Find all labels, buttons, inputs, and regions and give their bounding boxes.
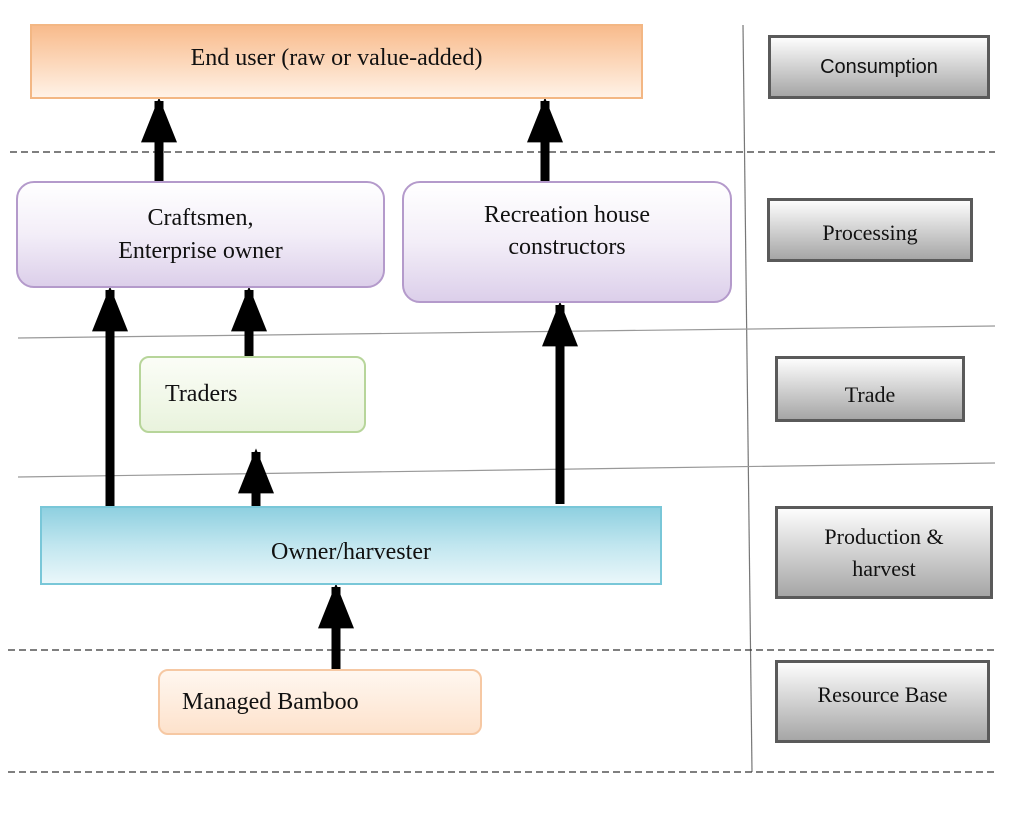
stage-production-label-line2: harvest bbox=[852, 555, 916, 581]
node-bamboo-label: Managed Bamboo bbox=[182, 688, 359, 715]
stage-consumption: Consumption bbox=[768, 35, 990, 99]
node-traders-label: Traders bbox=[165, 381, 238, 408]
stage-processing: Processing bbox=[767, 198, 973, 262]
vertical-separator bbox=[742, 24, 753, 773]
node-recreation-constructors: Recreation house constructors bbox=[402, 181, 732, 303]
node-craftsmen-label-line1: Craftsmen, bbox=[147, 205, 254, 232]
divider-trade-production bbox=[17, 462, 996, 478]
stage-resource-base: Resource Base bbox=[775, 660, 990, 743]
node-end-user: End user (raw or value-added) bbox=[30, 24, 643, 99]
stage-production-harvest: Production & harvest bbox=[775, 506, 993, 599]
stage-consumption-label: Consumption bbox=[820, 55, 938, 78]
stage-resource-label: Resource Base bbox=[817, 682, 948, 707]
stage-trade-label: Trade bbox=[844, 382, 896, 408]
node-craftsmen-label-line2: Enterprise owner bbox=[118, 237, 283, 264]
node-managed-bamboo: Managed Bamboo bbox=[158, 669, 482, 735]
node-craftsmen: Craftsmen, Enterprise owner bbox=[16, 181, 385, 288]
node-recreation-label-line2: constructors bbox=[508, 234, 626, 261]
node-owner-label: Owner/harvester bbox=[271, 539, 431, 565]
divider-processing-trade bbox=[17, 325, 996, 339]
node-owner-harvester: Owner/harvester bbox=[40, 506, 662, 585]
stage-trade: Trade bbox=[775, 356, 965, 422]
node-traders: Traders bbox=[139, 356, 366, 433]
stage-production-label-line1: Production & bbox=[824, 523, 944, 549]
node-end-user-label: End user (raw or value-added) bbox=[190, 45, 483, 71]
node-recreation-label-line1: Recreation house bbox=[484, 202, 650, 228]
stage-processing-label: Processing bbox=[822, 220, 918, 245]
